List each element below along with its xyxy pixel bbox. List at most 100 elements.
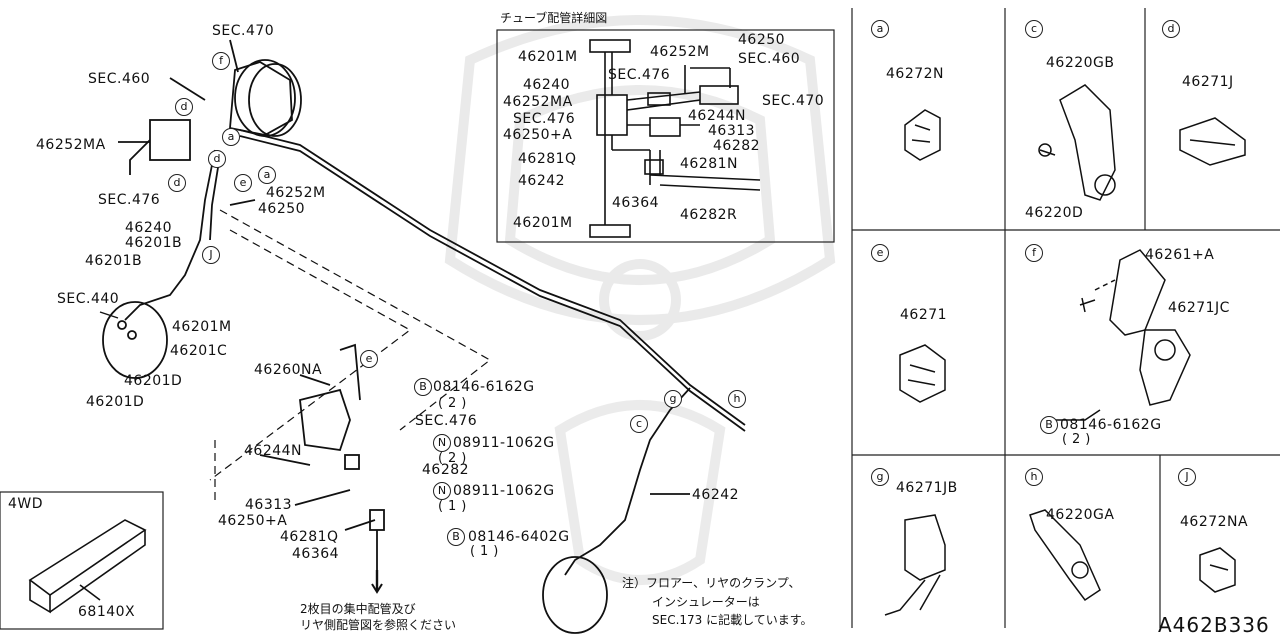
inset-label-sec460: SEC.460 [738,51,801,67]
inset-label-46252ma: 46252MA [503,94,573,110]
label-08146-6402g: 08146-6402G [468,529,570,545]
inset-label-46281n: 46281N [680,156,739,172]
inset-box [496,29,835,243]
note-line1: 注）フロアー、リヤのクランプ、 [622,576,801,590]
inset-label-46313: 46313 [708,123,756,139]
note-line3: SEC.173 に記載しています。 [652,613,813,627]
cell-marker-b: B [1040,416,1058,434]
inset-pipework [589,39,761,238]
note-reference-line1: 2枚目の集中配管及び [300,602,416,616]
label-qty-2-b: ( 2 ) [438,451,467,466]
marker-n-2: N [433,482,451,500]
marker-b-1: B [414,378,432,396]
marker-n-1: N [433,434,451,452]
inset-label-46364: 46364 [612,195,660,211]
label-qty-1-b: ( 1 ) [470,544,499,559]
4wd-box [0,491,164,630]
cell-part-46261a: 46261+A [1145,247,1215,263]
marker-g: g [664,390,682,408]
cell-key-h: h [1025,468,1043,486]
label-46201d-b: 46201D [86,394,145,410]
cell-part-46272na: 46272NA [1180,514,1249,530]
label-46252m: 46252M [266,185,326,201]
cell-part-46271j: 46271J [1182,74,1234,90]
marker-j: J [202,246,220,264]
cell-part-46220d: 46220D [1025,205,1084,221]
cell-part-46272n: 46272N [886,66,945,82]
cell-part-46271: 46271 [900,307,948,323]
inset-label-46201m-top: 46201M [518,49,578,65]
inset-label-46242: 46242 [518,173,566,189]
note-line2: インシュレーターは [652,595,760,609]
marker-c: c [630,415,648,433]
label-46252ma: 46252MA [36,137,106,153]
main-pipework [99,39,746,634]
cell-bolt-qty: ( 2 ) [1062,432,1091,447]
inset-label-46240: 46240 [523,77,571,93]
cell-key-e: e [871,244,889,262]
label-08911-1062g-b: 08911-1062G [453,483,555,499]
label-68140x: 68140X [78,604,136,620]
cell-key-g: g [871,468,889,486]
label-46201b-a: 46201B [125,235,183,251]
label-sec476-main: SEC.476 [98,192,161,208]
marker-d-1: d [175,98,193,116]
cell-part-46220ga: 46220GA [1046,507,1115,523]
marker-d-2: d [208,150,226,168]
label-46281q: 46281Q [280,529,339,545]
reference-part-sketches [884,84,1246,616]
inset-label-sec476-a: SEC.476 [608,67,671,83]
marker-e-1: e [234,174,252,192]
label-46201b-b: 46201B [85,253,143,269]
label-46201m: 46201M [172,319,232,335]
note-reference-line2: リヤ側配管図を参照ください [300,618,457,632]
inset-label-46282: 46282 [713,138,761,154]
label-46242: 46242 [692,487,740,503]
marker-a-1: a [222,128,240,146]
cell-key-j: J [1178,468,1196,486]
diagram-code: A462B336 [1158,613,1270,637]
label-46240: 46240 [125,220,173,236]
inset-label-46244n: 46244N [688,108,747,124]
label-qty-2-a: ( 2 ) [438,396,467,411]
marker-a-2: a [258,166,276,184]
marker-b-2: B [447,528,465,546]
watermark-emblem [444,15,836,585]
inset-label-46281q: 46281Q [518,151,577,167]
label-sec460: SEC.460 [88,71,151,87]
label-sec470: SEC.470 [212,23,275,39]
label-46201c: 46201C [170,343,228,359]
label-46364: 46364 [292,546,340,562]
inset-label-46250a: 46250+A [503,127,573,143]
marker-e-2: e [360,350,378,368]
part-68140x-drawing [28,519,147,614]
cell-key-f: f [1025,244,1043,262]
inset-label-46282r: 46282R [680,207,738,223]
cell-part-46271jb: 46271JB [896,480,958,496]
label-08911-1062g-a: 08911-1062G [453,435,555,451]
inset-title: チューブ配管詳細図 [500,11,608,25]
label-46244n: 46244N [244,443,303,459]
label-qty-1-a: ( 1 ) [438,499,467,514]
label-46260na: 46260NA [254,362,323,378]
marker-f: f [212,52,230,70]
cell-key-d: d [1162,20,1180,38]
reference-grid [851,8,1280,628]
label-4wd: 4WD [8,496,44,512]
inset-label-46201m-bottom: 46201M [513,215,573,231]
label-46250: 46250 [258,201,306,217]
label-sec440: SEC.440 [57,291,120,307]
label-sec476-bracket: SEC.476 [415,413,478,429]
cell-key-c: c [1025,20,1043,38]
label-08146-6162g: 08146-6162G [433,379,535,395]
marker-h: h [728,390,746,408]
inset-label-46250: 46250 [738,32,786,48]
inset-label-sec476-b: SEC.476 [513,111,576,127]
inset-label-sec470: SEC.470 [762,93,825,109]
cell-part-46271jc: 46271JC [1168,300,1230,316]
label-46201d-a: 46201D [124,373,183,389]
cell-bolt-08146-6162g: 08146-6162G [1060,417,1162,433]
label-46282: 46282 [422,462,470,478]
